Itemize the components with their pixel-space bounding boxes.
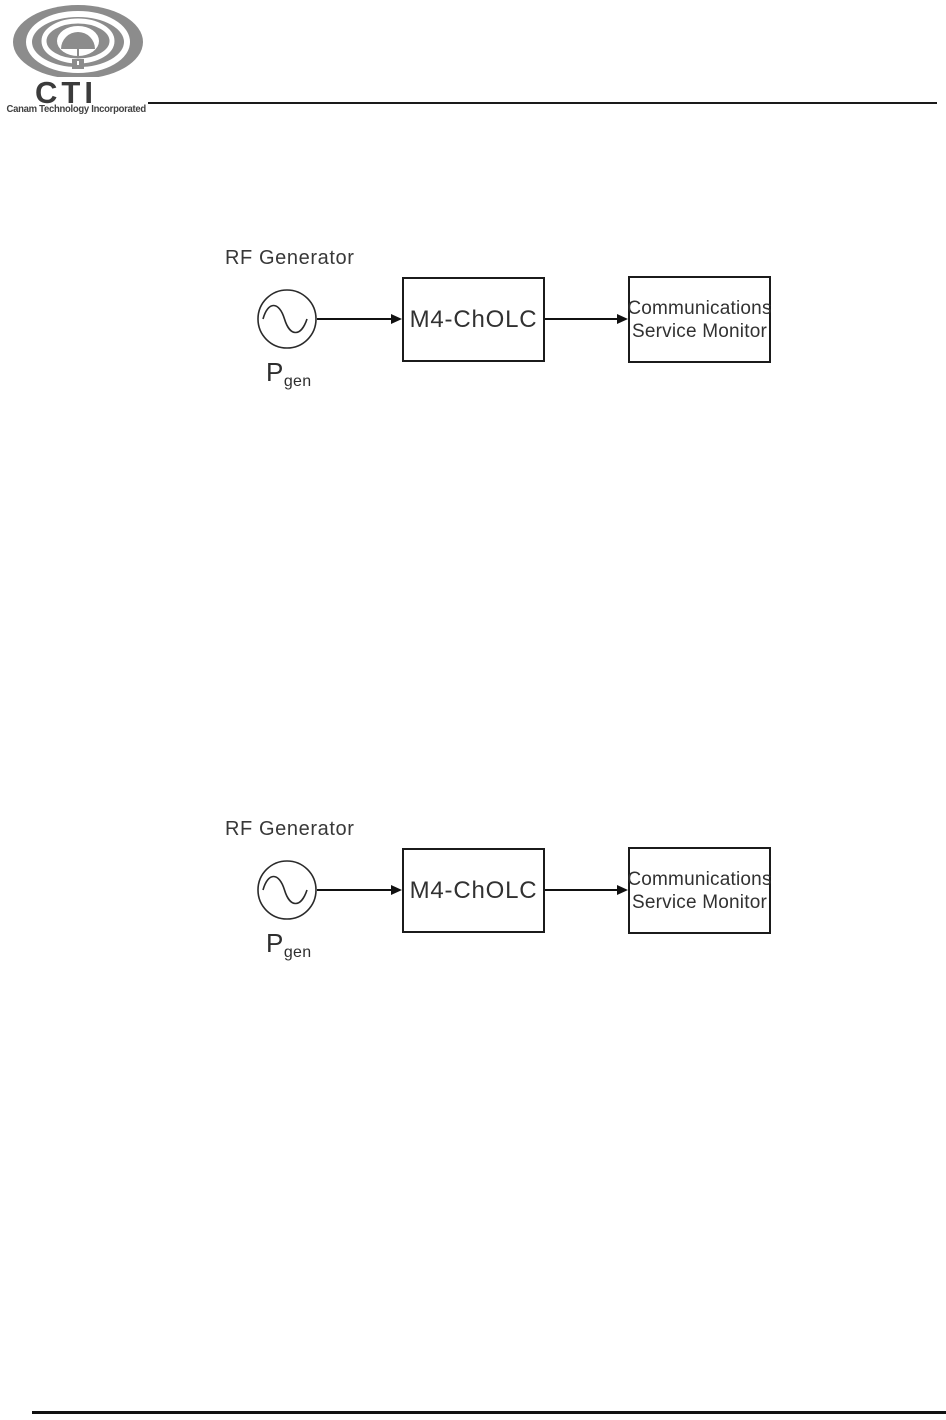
test-setup-diagram-1: RF Generator M4-ChOLC Communications Ser… — [0, 247, 946, 422]
sine-wave-source-icon — [257, 289, 317, 349]
service-monitor-label-line2: Service Monitor — [632, 320, 767, 342]
pgen-base: P — [266, 928, 284, 958]
pgen-base: P — [266, 357, 284, 387]
header-divider — [148, 102, 937, 104]
pgen-subscript: gen — [283, 373, 312, 390]
pgen-label: Pgen — [266, 928, 311, 962]
service-monitor-label-line1: Communications — [627, 297, 772, 319]
arrow-right-icon — [391, 885, 402, 895]
logo-bottom-trim — [13, 77, 143, 81]
connector-line — [545, 889, 619, 891]
service-monitor-label-line2: Service Monitor — [632, 891, 767, 913]
service-monitor-label-line1: Communications — [627, 868, 772, 890]
sine-wave-source-icon — [257, 860, 317, 920]
antenna-waves-icon — [13, 5, 143, 81]
arrow-right-icon — [617, 885, 628, 895]
pgen-subscript: gen — [283, 944, 312, 961]
rf-generator-label: RF Generator — [225, 247, 355, 269]
logo-antenna-base-slot — [77, 61, 79, 65]
pgen-label: Pgen — [266, 357, 311, 391]
connector-line — [317, 318, 393, 320]
logo-tagline: Canam Technology Incorporated — [6, 104, 147, 115]
arrow-right-icon — [617, 314, 628, 324]
service-monitor-block: Communications Service Monitor — [627, 276, 772, 363]
rf-generator-label: RF Generator — [225, 818, 355, 840]
logo-wave-gap-outer — [26, 11, 130, 73]
m4-cholc-block: M4-ChOLC — [402, 848, 545, 933]
footer-divider — [32, 1411, 946, 1414]
sine-wave-path — [262, 875, 308, 905]
connector-line — [317, 889, 393, 891]
connector-line — [545, 318, 619, 320]
sine-wave-path — [262, 304, 308, 334]
logo-antenna-mast — [77, 49, 79, 57]
m4-cholc-label: M4-ChOLC — [409, 305, 538, 333]
source-circle — [257, 860, 317, 920]
service-monitor-block: Communications Service Monitor — [627, 847, 772, 934]
m4-cholc-block: M4-ChOLC — [402, 277, 545, 362]
source-circle — [257, 289, 317, 349]
arrow-right-icon — [391, 314, 402, 324]
m4-cholc-label: M4-ChOLC — [409, 876, 538, 904]
logo-acronym: CTI — [35, 75, 97, 110]
test-setup-diagram-2: RF Generator M4-ChOLC Communications Ser… — [0, 818, 946, 993]
logo-antenna-dome — [61, 32, 95, 49]
